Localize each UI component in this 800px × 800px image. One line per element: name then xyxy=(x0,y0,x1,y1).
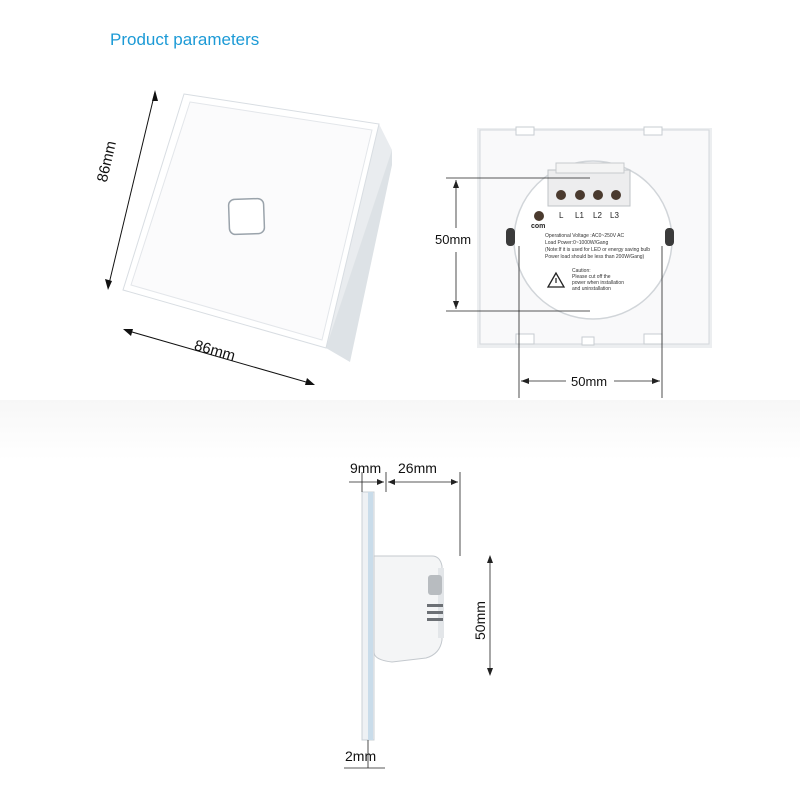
body-top-slot xyxy=(428,575,442,595)
side-height-label: 50mm xyxy=(472,601,488,640)
panel-shadow xyxy=(326,150,392,362)
caution-line: power when installation xyxy=(572,280,624,286)
side-bottom-label: 2mm xyxy=(345,748,377,764)
back-horizontal-label: 50mm xyxy=(571,374,608,389)
com-label: com xyxy=(531,223,546,230)
body-vent-2 xyxy=(427,611,443,614)
side-glass-arrow xyxy=(377,479,384,485)
plate-tab-bottom-center xyxy=(581,336,595,346)
terminal-block xyxy=(547,169,631,207)
terminal-label-l2: L2 xyxy=(593,211,602,220)
back-vertical-arrow-bottom xyxy=(453,301,459,309)
width-arrow-right xyxy=(305,378,315,385)
height-dimension-line xyxy=(107,91,156,289)
back-horizontal-arrow-left xyxy=(521,378,529,384)
side-height-arrow-top xyxy=(487,555,493,563)
switch-body xyxy=(373,555,443,663)
background-band xyxy=(0,400,800,460)
side-glass-label: 9mm xyxy=(350,460,382,476)
side-depth-arrow-right xyxy=(451,479,458,485)
terminal-label-l3: L3 xyxy=(610,211,619,220)
width-dimension-line xyxy=(124,329,314,385)
page-title: Product parameters xyxy=(110,30,260,49)
caution-line: and uninstallation xyxy=(572,286,611,292)
spec-text-block: Operational Voltage :AC0~250V AC Load Po… xyxy=(545,233,655,261)
back-horizontal-arrow-right xyxy=(652,378,660,384)
terminal-top-strip xyxy=(555,162,625,174)
width-arrow-left xyxy=(123,329,133,336)
caution-line: Please cut off the xyxy=(572,274,611,280)
panel-side-edge xyxy=(326,124,392,352)
back-vertical-arrow-top xyxy=(453,180,459,188)
caution-text-block: Caution: Please cut off the power when i… xyxy=(572,268,642,292)
terminal-label-l: L xyxy=(559,211,564,220)
body-vent-3 xyxy=(427,618,443,621)
terminal-screw-l1 xyxy=(575,190,585,200)
body-vent-1 xyxy=(427,604,443,607)
height-arrow-top xyxy=(152,90,158,101)
mount-slot-right xyxy=(665,228,674,246)
terminal-screw-l2 xyxy=(593,190,603,200)
terminal-screw-l xyxy=(556,190,566,200)
back-vertical-label: 50mm xyxy=(435,232,472,247)
touch-button xyxy=(227,197,266,236)
side-height-arrow-bottom xyxy=(487,668,493,676)
mount-slot-left xyxy=(506,228,515,246)
side-depth-label: 26mm xyxy=(398,460,437,476)
plate-tab-top-left xyxy=(515,126,535,136)
side-glass-edge xyxy=(368,492,373,740)
spec-line: (Note:If it is used for LED or energy sa… xyxy=(545,247,651,253)
height-arrow-bottom xyxy=(105,279,112,290)
terminal-screw-l3 xyxy=(611,190,621,200)
side-depth-arrow-left xyxy=(388,479,395,485)
caution-line: Caution: xyxy=(572,268,591,274)
terminal-label-l1: L1 xyxy=(575,211,584,220)
spec-line: Load Power:0~1000W/Gang xyxy=(545,240,609,246)
body-back-face xyxy=(438,568,444,638)
plate-tab-top-right xyxy=(643,126,663,136)
spec-line: Power load should be less than 200W/Gang… xyxy=(545,254,645,260)
spec-line: Operational Voltage :AC0~250V AC xyxy=(545,233,625,239)
plate-tab-bottom-left xyxy=(515,333,535,345)
com-screw xyxy=(534,211,544,221)
